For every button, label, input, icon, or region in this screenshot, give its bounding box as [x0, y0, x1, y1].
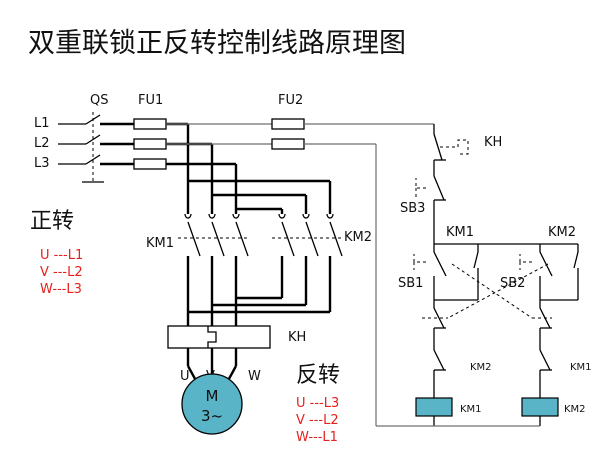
forward-line-3: W---L3: [40, 282, 82, 297]
reverse-line-3: W---L1: [296, 430, 338, 445]
fu1-fuses: FU1: [133, 93, 167, 170]
label-km2-interlock: KM2: [470, 362, 492, 373]
motor-circle: [181, 373, 243, 435]
label-coil-km2: KM2: [564, 404, 586, 415]
reverse-heading: 反转: [296, 363, 340, 388]
reverse-line-2: V ---L2: [296, 413, 339, 428]
coil-km1: [415, 397, 453, 417]
motor-phase: 3~: [201, 407, 223, 425]
motor: U V W M 3~: [180, 365, 261, 435]
label-qs: QS: [90, 93, 108, 108]
label-km1-interlock: KM1: [570, 362, 592, 373]
forward-line-1: U ---L1: [40, 248, 83, 263]
label-kh-contact: KH: [484, 135, 502, 150]
label-kh-relay: KH: [288, 330, 306, 345]
label-coil-km1: KM1: [460, 404, 482, 415]
coil-km2: [521, 397, 559, 417]
label-km1-main: KM1: [146, 236, 174, 251]
reverse-mapping: 反转 U ---L3 V ---L2 W---L1: [296, 363, 340, 445]
km2-main-contacts: KM2: [188, 213, 372, 314]
label-w: W: [248, 369, 261, 384]
forward-mapping: 正转 U ---L1 V ---L2 W---L3: [30, 209, 83, 297]
km1-main-contacts: KM1: [146, 213, 250, 326]
reverse-line-1: U ---L3: [296, 396, 339, 411]
label-l1: L1: [34, 116, 50, 131]
forward-heading: 正转: [30, 209, 74, 234]
label-sb3: SB3: [400, 201, 425, 216]
label-km1-ctrl: KM1: [446, 225, 474, 240]
diagram-title: 双重联锁正反转控制线路原理图: [28, 28, 406, 59]
label-km2-main: KM2: [344, 230, 372, 245]
label-l2: L2: [34, 136, 50, 151]
motor-label: M: [206, 387, 219, 405]
supply-lines: L1 L2 L3: [34, 116, 86, 171]
label-l3: L3: [34, 156, 50, 171]
label-fu1: FU1: [138, 93, 163, 108]
label-sb1: SB1: [398, 276, 423, 291]
label-u: U: [180, 369, 190, 384]
kh-thermal-relay: KH: [167, 325, 306, 366]
forward-line-2: V ---L2: [40, 265, 83, 280]
label-sb2: SB2: [500, 276, 525, 291]
label-fu2: FU2: [278, 93, 303, 108]
control-circuit: KH SB3 SB1 KM1 SB2 KM2: [376, 124, 592, 427]
qs-switch: QS: [82, 93, 108, 183]
fu2-fuses: FU2: [166, 93, 434, 426]
label-km2-ctrl: KM2: [548, 225, 576, 240]
